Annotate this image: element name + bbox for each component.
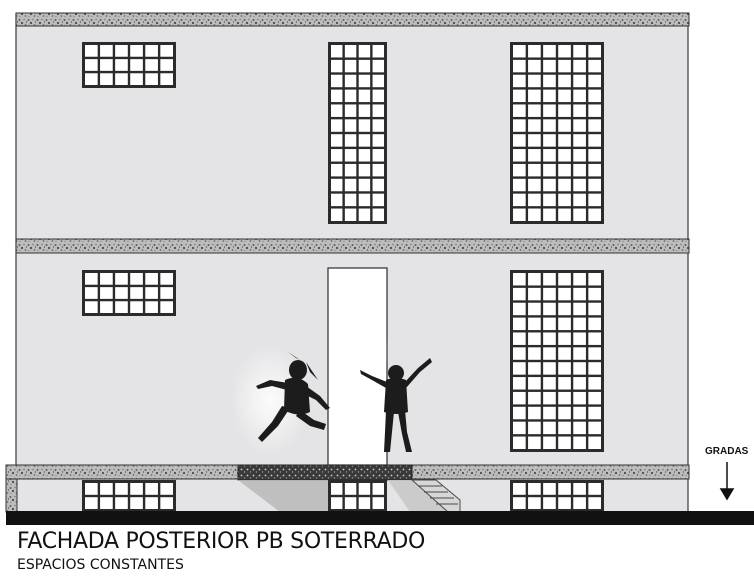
jumping-child-right <box>360 358 432 452</box>
basement-center-window <box>328 480 387 512</box>
upper-right-window <box>510 42 604 224</box>
lower-right-window <box>510 270 604 452</box>
arrow-down-icon <box>719 462 735 501</box>
upper-center-window <box>328 42 387 224</box>
roof-slab <box>15 12 690 27</box>
door-threshold <box>237 464 413 481</box>
stair-label: GRADAS <box>705 446 749 457</box>
stair-flight <box>410 479 461 513</box>
drawing-title: FACHADA POSTERIOR PB SOTERRADO <box>17 529 426 554</box>
stair-shadow <box>388 480 448 512</box>
jumping-child-left <box>256 352 330 442</box>
left-pier <box>5 478 18 513</box>
basement-left-window <box>82 480 176 512</box>
ground-line <box>6 511 754 525</box>
middle-slab <box>15 238 690 254</box>
drawing-subtitle: ESPACIOS CONSTANTES <box>17 557 184 573</box>
basement-right-window <box>510 480 604 512</box>
lower-left-window <box>82 270 176 316</box>
upper-left-window <box>82 42 176 88</box>
floor-shadow <box>238 480 328 512</box>
